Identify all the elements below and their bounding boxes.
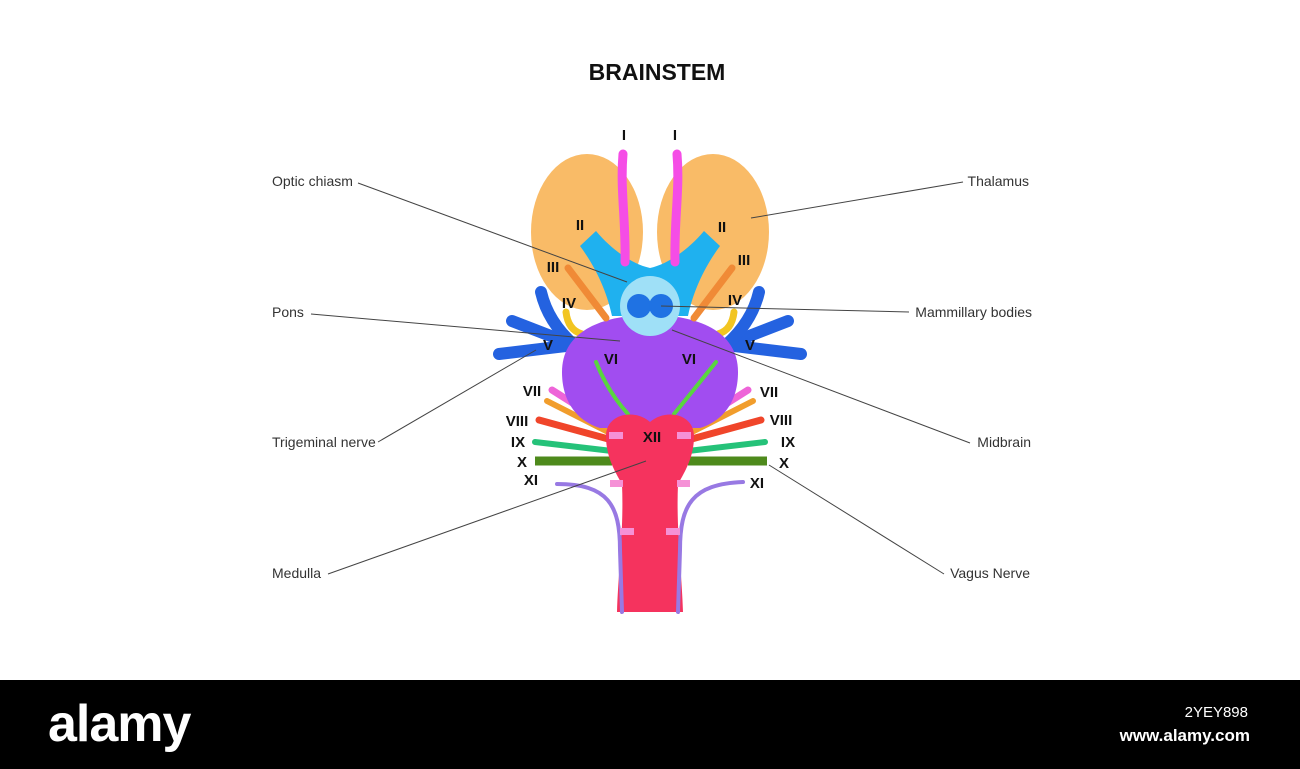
leader-midbrain (671, 329, 971, 444)
label-VI-right: VI (682, 351, 696, 368)
nerve-viii-lower-left (535, 416, 616, 444)
accessory-nerve-right (676, 480, 745, 614)
leader-thalamus (750, 181, 964, 219)
abducens-nerve-right (672, 360, 718, 416)
label-VIII-left: VIII (506, 413, 529, 430)
leader-vagus (768, 464, 945, 575)
leader-pons (310, 313, 621, 342)
label-V-right: V (745, 337, 755, 354)
trochlear-nerve-left (562, 308, 586, 338)
label-IV-right: IV (728, 292, 742, 309)
olfactory-nerve-right (670, 149, 683, 267)
label-III-left: III (547, 259, 560, 276)
label-XII: XII (643, 429, 661, 446)
label-II-right: II (718, 219, 726, 236)
olfactory-nerve-left (617, 149, 630, 267)
label-VII-right: VII (760, 384, 778, 401)
vestibulocochlear-nerve-left (544, 398, 615, 437)
leader-optic-chiasm (357, 182, 628, 283)
label-XI-right: XI (750, 475, 764, 492)
abducens-nerve-left (594, 360, 630, 416)
label-XI-left: XI (524, 472, 538, 489)
glossopharyngeal-nerve-right (685, 439, 768, 454)
callout-pons: Pons (272, 304, 304, 320)
accessory-nerve-left (555, 482, 624, 614)
vestibulocochlear-nerve-right (685, 398, 756, 437)
diagram-title: BRAINSTEM (589, 59, 726, 85)
label-I-left: I (622, 127, 626, 144)
pons (562, 315, 738, 428)
site-url: www.alamy.com (1119, 726, 1250, 745)
trigeminal-nerve-left (493, 286, 580, 360)
label-II-left: II (576, 217, 584, 234)
label-VIII-right: VIII (770, 412, 793, 429)
label-IX-right: IX (781, 434, 795, 451)
label-I-right: I (673, 127, 677, 144)
image-id: 2YEY898 (1184, 704, 1248, 721)
hypoglossal-marks (609, 432, 691, 535)
medulla (606, 414, 694, 612)
oculomotor-nerve-left (564, 264, 610, 322)
label-VII-left: VII (523, 383, 541, 400)
footer-bar: alamy 2YEY898 www.alamy.com (0, 680, 1300, 769)
nerve-viii-lower-right (684, 416, 765, 444)
label-V-left: V (543, 337, 553, 354)
callout-midbrain: Midbrain (977, 434, 1031, 450)
label-III-right: III (738, 252, 751, 269)
callout-optic-chiasm: Optic chiasm (272, 173, 353, 189)
callout-vagus-nerve: Vagus Nerve (950, 565, 1030, 581)
optic-chiasm (580, 231, 720, 316)
leader-trigeminal (377, 349, 537, 443)
callout-medulla: Medulla (272, 565, 321, 581)
callout-thalamus: Thalamus (968, 173, 1029, 189)
label-IV-left: IV (562, 295, 576, 312)
trigeminal-nerve-right (720, 286, 807, 360)
oculomotor-nerve-right (690, 264, 736, 322)
callout-trigeminal-nerve: Trigeminal nerve (272, 434, 376, 450)
label-X-left: X (517, 454, 527, 471)
leader-lines (310, 181, 971, 575)
label-IX-left: IX (511, 434, 525, 451)
mammillary-body-left (627, 294, 651, 318)
glossopharyngeal-nerve-left (532, 439, 615, 454)
callout-mammillary-bodies: Mammillary bodies (915, 304, 1032, 320)
alamy-logo: alamy (48, 695, 191, 753)
trochlear-nerve-right (714, 308, 738, 338)
label-X-right: X (779, 455, 789, 472)
leader-medulla (327, 460, 647, 575)
label-VI-left: VI (604, 351, 618, 368)
leader-mammillary (660, 305, 910, 313)
